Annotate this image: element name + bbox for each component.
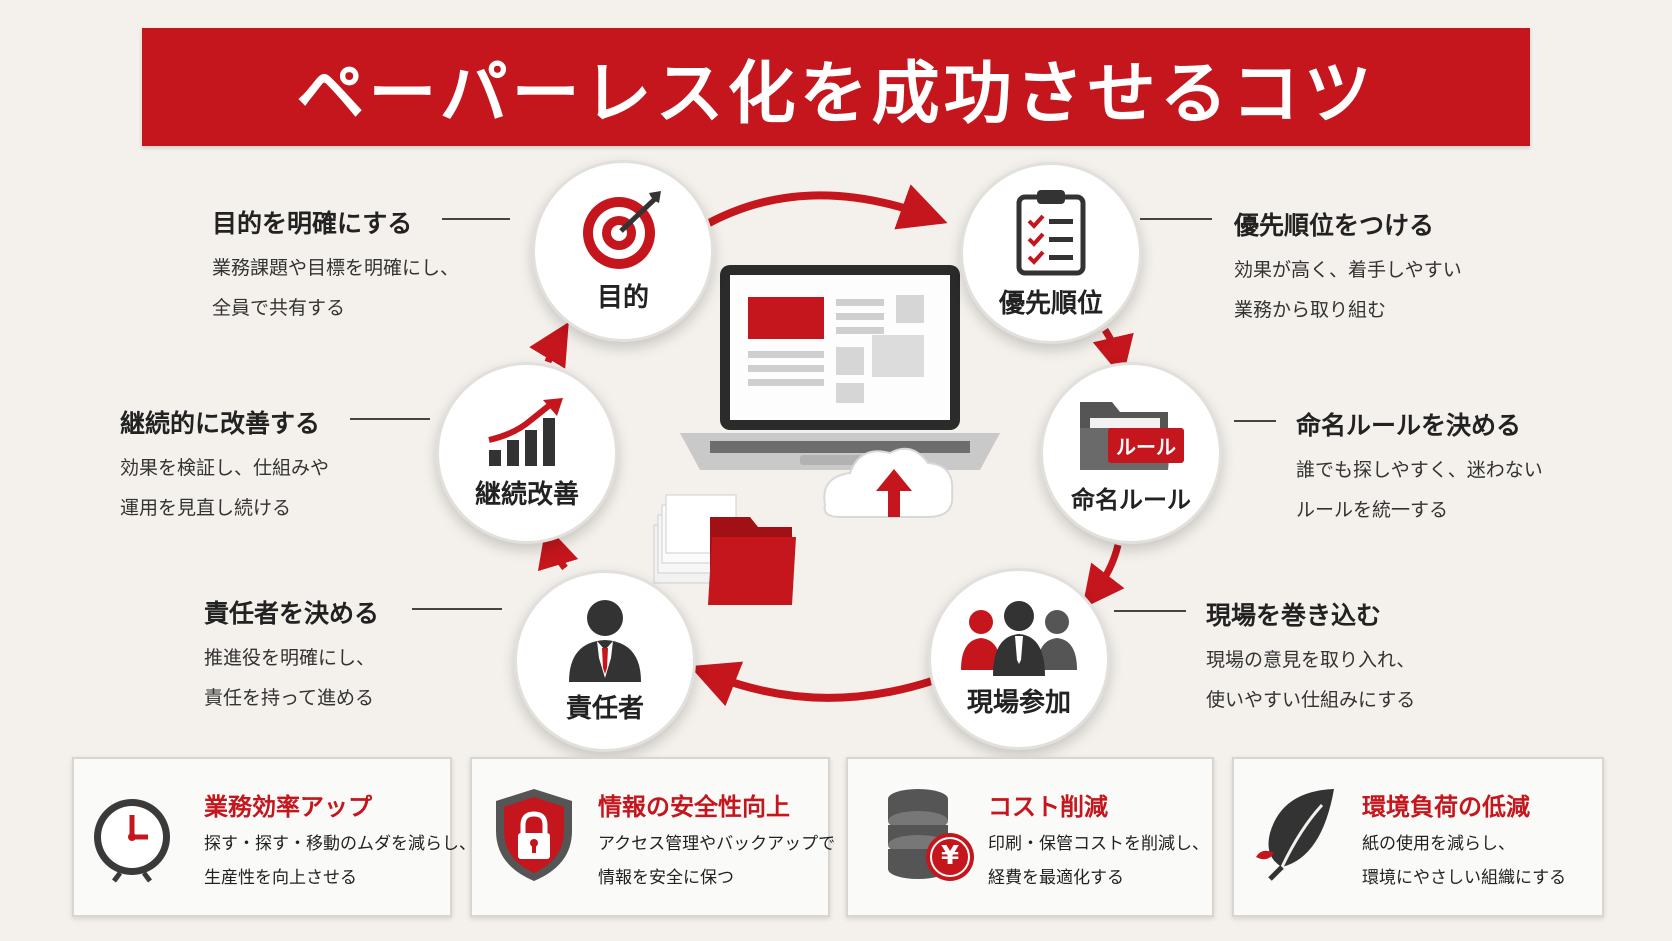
- benefit-card-security: 情報の安全性向上 アクセス管理やバックアップで 情報を安全に保つ: [470, 757, 835, 917]
- tip-title: 現場を巻き込む: [1206, 601, 1382, 630]
- group-people-icon: [961, 600, 1077, 676]
- node-label: 継続改善: [474, 479, 579, 510]
- tip-title: 優先順位をつける: [1234, 211, 1435, 240]
- tip-field: 現場を巻き込む 現場の意見を取り入れ、 使いやすい仕組みにする: [1206, 596, 1415, 720]
- node-owner: 責任者: [514, 570, 696, 752]
- arrow-left-upper: [529, 321, 569, 369]
- card-title: 環境負荷の低減: [1362, 793, 1530, 821]
- tip-owner: 責任者を決める 推進役を明確にし、 責任を持って進める: [204, 594, 379, 718]
- tip-desc-line: 業務課題や目標を明確にし、: [212, 257, 460, 279]
- card-title: 業務効率アップ: [204, 793, 372, 821]
- leader-line: [412, 608, 502, 610]
- tip-desc-line: 業務から取り組む: [1234, 299, 1387, 321]
- leader-line: [1234, 420, 1276, 422]
- rule-badge: ルール: [1108, 427, 1184, 463]
- business-person-icon: [569, 599, 641, 682]
- red-folder-icon: [708, 517, 796, 605]
- tip-desc-line: 誰でも探しやすく、迷わない: [1296, 459, 1543, 481]
- tip-desc-line: 運用を見直し続ける: [120, 497, 292, 519]
- card-desc-line: 生産性を向上させる: [204, 868, 357, 888]
- target-icon: [583, 190, 661, 269]
- tip-desc-line: 推進役を明確にし、: [204, 647, 376, 669]
- tip-title: 責任者を決める: [204, 599, 380, 628]
- tip-desc-line: ルールを統一する: [1296, 499, 1449, 521]
- card-desc-line: 情報を安全に保つ: [598, 868, 734, 888]
- tip-improve: 継続的に改善する 効果を検証し、仕組みや 運用を見直し続ける: [120, 404, 329, 528]
- card-title: 情報の安全性向上: [598, 793, 790, 821]
- title-banner: ペーパーレス化を成功させるコツ: [142, 28, 1530, 146]
- page-title: ペーパーレス化を成功させるコツ: [296, 54, 1376, 134]
- arrow-left-lower: [537, 524, 579, 572]
- tip-desc-line: 全員で共有する: [212, 297, 346, 319]
- tip-desc-line: 効果を検証し、仕組みや: [120, 457, 330, 479]
- tip-desc-line: 現場の意見を取り入れ、: [1206, 649, 1416, 671]
- tip-purpose: 目的を明確にする 業務課題や目標を明確にし、 全員で共有する: [212, 204, 459, 328]
- node-field: 現場参加: [928, 568, 1110, 750]
- card-desc-line: 印刷・保管コストを削減し、: [988, 834, 1209, 854]
- card-desc-line: アクセス管理やバックアップで: [598, 834, 836, 854]
- card-desc-line: 探す・探す・移動のムダを減らし、: [204, 834, 476, 854]
- coin-stack-icon: [888, 789, 974, 881]
- node-label: 優先順位: [998, 288, 1103, 319]
- tip-priority: 優先順位をつける 効果が高く、着手しやすい 業務から取り組む: [1234, 206, 1462, 330]
- tip-title: 命名ルールを決める: [1296, 411, 1522, 440]
- clock-icon: [94, 799, 170, 883]
- card-desc-line: 環境にやさしい組織にする: [1362, 868, 1567, 888]
- yen-symbol: ¥: [940, 841, 960, 871]
- tip-desc-line: 効果が高く、着手しやすい: [1234, 259, 1462, 281]
- cost-icon-group: ¥: [884, 785, 980, 885]
- arrow-right-lower: [1082, 544, 1125, 609]
- node-label: 現場参加: [966, 687, 1071, 718]
- node-priority: 優先順位: [960, 162, 1142, 344]
- leader-line: [1140, 218, 1212, 220]
- arrow-right-upper: [1092, 328, 1134, 379]
- node-improve: 継続改善: [436, 362, 618, 544]
- central-illustration: [653, 265, 1000, 605]
- cloud-upload-icon: [823, 447, 954, 518]
- card-title: コスト削減: [988, 793, 1108, 821]
- node-naming: ルール 命名ルール: [1040, 362, 1222, 544]
- growth-chart-icon: [488, 397, 563, 466]
- leader-line: [350, 418, 430, 420]
- laptop-icon: [680, 265, 1000, 470]
- arrow-top: [697, 184, 948, 232]
- arrow-bottom: [689, 661, 937, 707]
- leaf-icon: [1256, 789, 1334, 881]
- benefit-card-cost: ¥ コスト削減 印刷・保管コストを削減し、 経費を最適化する: [846, 757, 1214, 917]
- tip-naming: 命名ルールを決める 誰でも探しやすく、迷わない ルールを統一する: [1296, 406, 1543, 530]
- tip-desc-line: 責任を持って進める: [204, 687, 375, 709]
- card-desc-line: 紙の使用を減らし、: [1362, 834, 1515, 854]
- tip-title: 目的を明確にする: [212, 209, 413, 238]
- tip-desc-line: 使いやすい仕組みにする: [1206, 689, 1416, 711]
- node-purpose: 目的: [532, 160, 714, 342]
- benefit-card-efficiency: 業務効率アップ 探す・探す・移動のムダを減らし、 生産性を向上させる: [72, 757, 476, 917]
- folder-badge-group: ルール: [1076, 392, 1186, 474]
- card-desc-line: 経費を最適化する: [988, 868, 1124, 888]
- node-label: 命名ルール: [1071, 485, 1191, 514]
- tip-title: 継続的に改善する: [120, 409, 321, 438]
- clipboard-checklist-icon: [1016, 189, 1086, 275]
- leader-line: [442, 218, 510, 220]
- node-label: 目的: [596, 282, 649, 313]
- node-label: 責任者: [565, 693, 644, 724]
- leader-line: [1114, 610, 1186, 612]
- shield-lock-icon: [496, 789, 572, 881]
- benefit-card-environment: 環境負荷の低減 紙の使用を減らし、 環境にやさしい組織にする: [1232, 757, 1604, 917]
